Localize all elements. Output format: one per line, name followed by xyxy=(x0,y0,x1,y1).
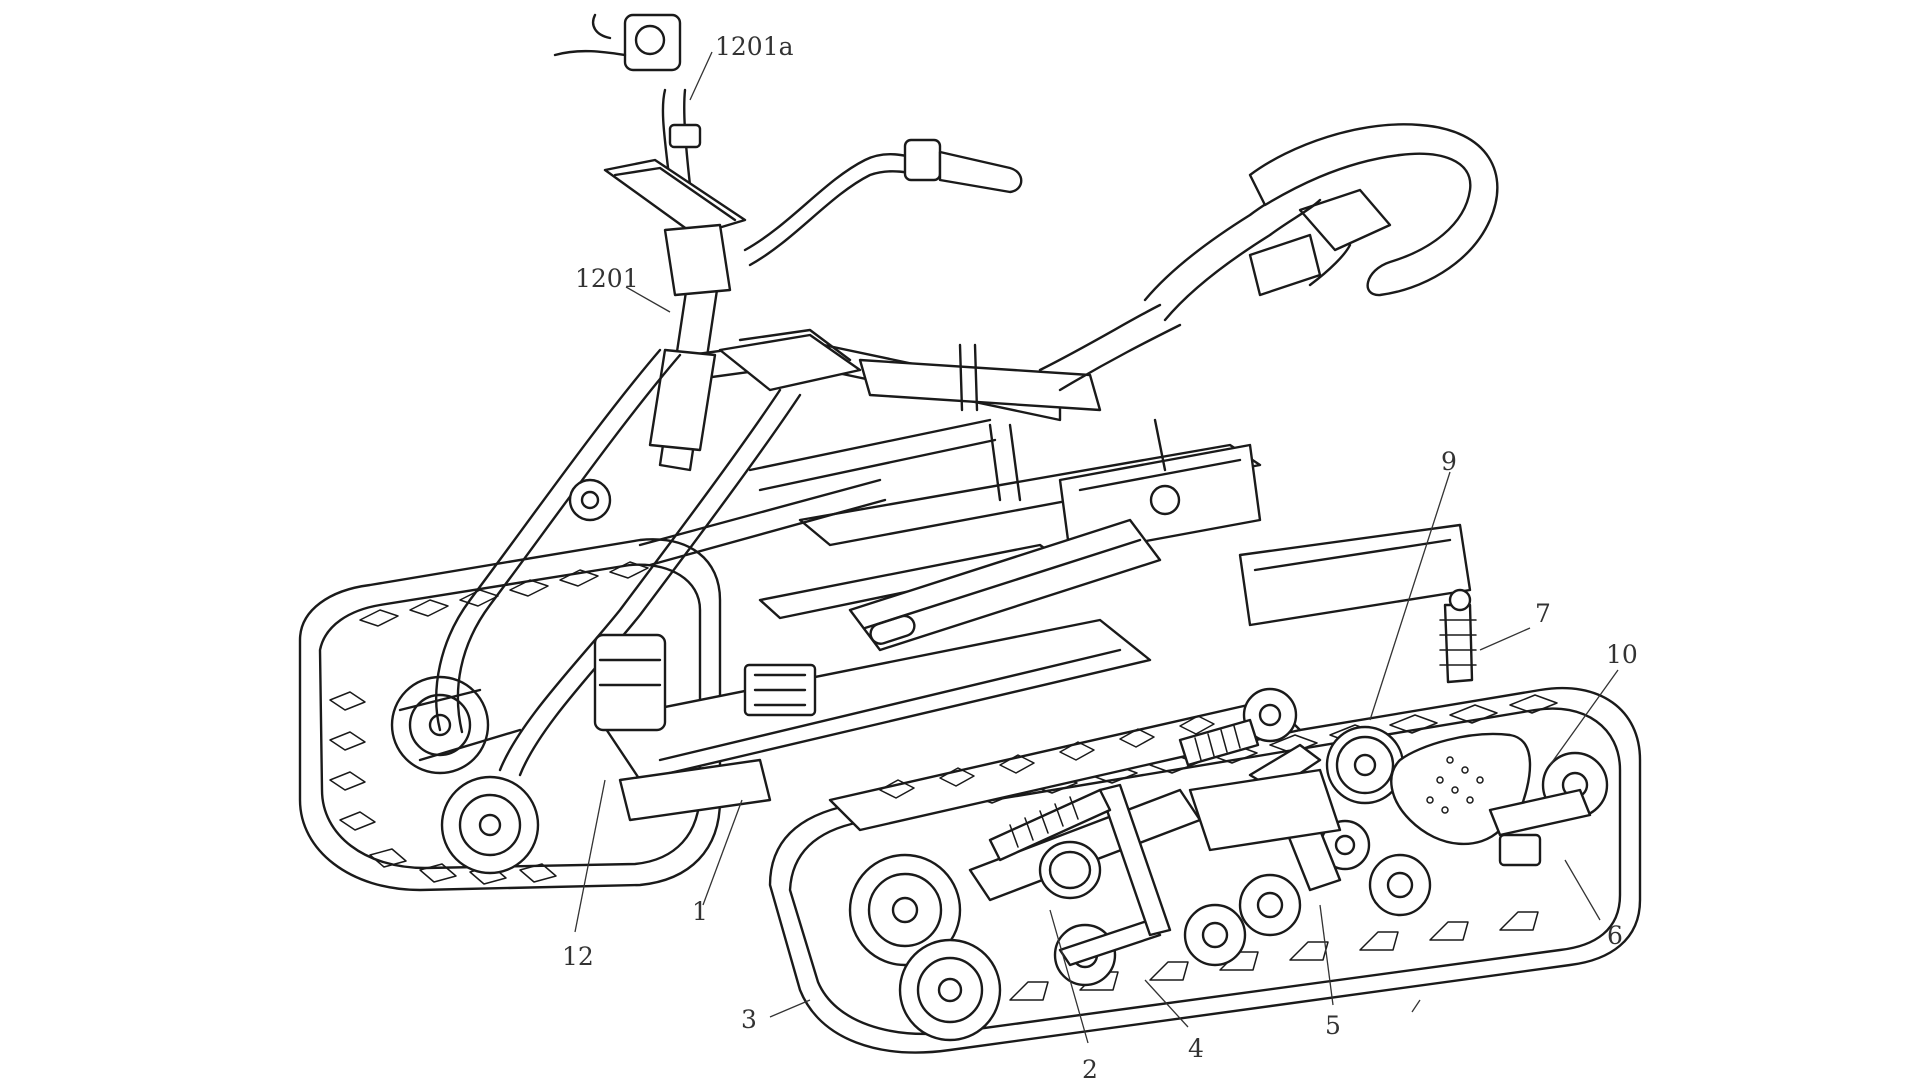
shock-absorber-right xyxy=(1178,718,1260,767)
label-1: 1 xyxy=(692,897,708,926)
left-track xyxy=(298,538,722,892)
label-12: 12 xyxy=(562,942,594,971)
label-6: 6 xyxy=(1607,921,1623,950)
label-1201: 1201 xyxy=(575,264,639,293)
label-1201a: 1201a xyxy=(715,32,794,61)
label-2: 2 xyxy=(1082,1055,1098,1080)
reference-labels: 1201a 1201 9 7 10 6 1 12 3 2 4 5 xyxy=(562,32,1638,1080)
label-5: 5 xyxy=(1325,1011,1341,1040)
label-7: 7 xyxy=(1535,599,1551,628)
seat-frame xyxy=(718,123,1499,502)
front-bumper xyxy=(398,348,802,777)
suspension xyxy=(848,588,1609,1042)
label-3: 3 xyxy=(741,1005,757,1034)
motor-area xyxy=(568,418,1181,732)
label-4: 4 xyxy=(1188,1034,1204,1063)
leader-lines xyxy=(574,51,1619,1044)
label-10: 10 xyxy=(1606,640,1638,669)
steering-column xyxy=(553,13,1023,472)
shock-absorber-left xyxy=(988,788,1112,862)
label-9: 9 xyxy=(1441,447,1457,476)
